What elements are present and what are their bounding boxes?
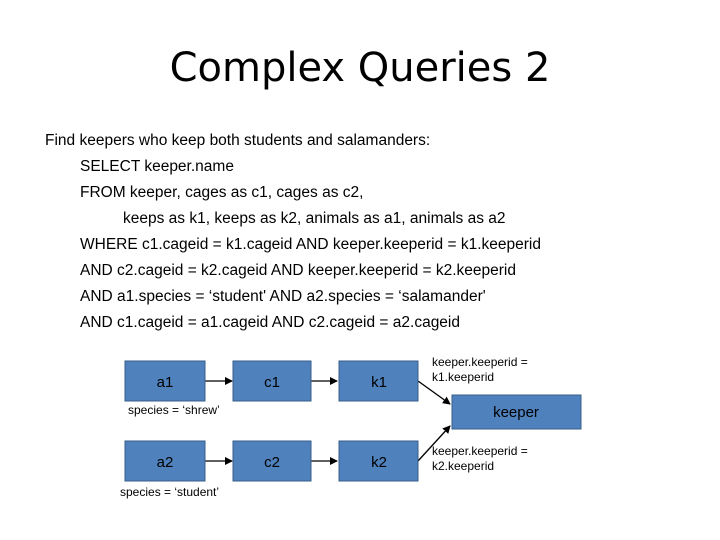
node-keeper-label: keeper — [493, 404, 539, 421]
query-line-from-continued: keeps as k1, keeps as k2, animals as a1,… — [123, 210, 506, 227]
query-line-from: FROM keeper, cages as c1, cages as c2, — [80, 184, 364, 201]
node-c2-label: c2 — [264, 454, 280, 471]
node-keeper: keeper — [451, 394, 582, 430]
edge-k1-keeper — [417, 380, 451, 405]
query-line-where: WHERE c1.cageid = k1.cageid AND keeper.k… — [80, 236, 541, 253]
node-k2-label: k2 — [371, 454, 387, 471]
edge-k2-keeper — [417, 425, 451, 462]
node-k1: k1 — [338, 360, 419, 402]
query-line-and-1: AND c2.cageid = k2.cageid AND keeper.kee… — [80, 262, 516, 279]
node-k2: k2 — [338, 440, 419, 482]
k1-join-label-line2: k1.keeperid — [432, 370, 494, 384]
node-a1-label: a1 — [157, 374, 174, 391]
node-a1: a1 — [124, 360, 206, 402]
query-line-select: SELECT keeper.name — [80, 158, 234, 175]
slide-title: Complex Queries 2 — [169, 45, 551, 91]
a2-species-label: species = ‘student’ — [120, 485, 219, 499]
a1-species-label: species = ‘shrew’ — [128, 403, 220, 417]
k2-join-label-line2: k2.keeperid — [432, 459, 494, 473]
question-heading: Find keepers who keep both students and … — [45, 132, 431, 149]
k2-join-label-line1: keeper.keeperid = — [432, 444, 528, 458]
query-line-and-2: AND a1.species = ‘student' AND a2.specie… — [80, 288, 486, 305]
diagram-edges — [205, 377, 451, 465]
node-c1-label: c1 — [264, 374, 280, 391]
node-a2-label: a2 — [157, 454, 174, 471]
query-line-and-3: AND c1.cageid = a1.cageid AND c2.cageid … — [80, 314, 460, 331]
node-k1-label: k1 — [371, 374, 387, 391]
node-c1: c1 — [232, 360, 312, 402]
node-c2: c2 — [232, 440, 312, 482]
node-a2: a2 — [124, 440, 206, 482]
k1-join-label-line1: keeper.keeperid = — [432, 355, 528, 369]
